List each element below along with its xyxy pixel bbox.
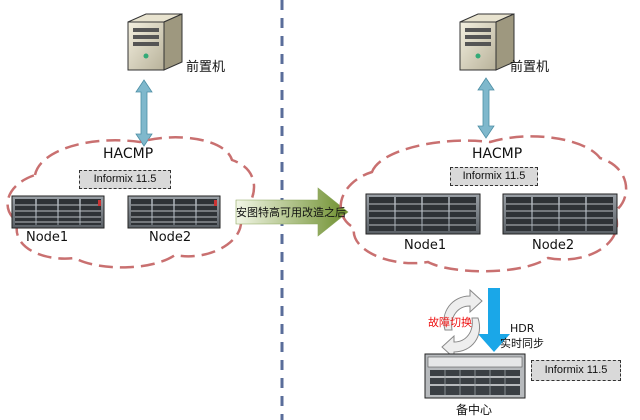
- right-node1-rack-icon: [365, 193, 481, 235]
- right-node1-label: Node1: [404, 238, 447, 253]
- left-hacmp-label: HACMP: [103, 146, 154, 162]
- right-hacmp-label: HACMP: [472, 146, 523, 162]
- transition-label: 安图特高可用改造之后: [236, 206, 346, 219]
- transition-arrow: [235, 187, 349, 237]
- left-server-label: 前置机: [186, 60, 226, 75]
- left-front-server-icon: [127, 13, 183, 71]
- hdr-replication-arrow: [478, 288, 510, 352]
- right-node2-label: Node2: [532, 238, 575, 253]
- left-server-connector-arrow: [135, 79, 153, 147]
- left-node1-rack-icon: [11, 195, 105, 229]
- left-node1-label: Node1: [26, 230, 69, 245]
- right-node2-rack-icon: [502, 193, 618, 235]
- right-hacmp-cloud: [339, 135, 628, 273]
- left-hacmp-cloud: [6, 136, 256, 269]
- backup-center-label: 备中心: [456, 403, 493, 417]
- realtime-sync-label: 实时同步: [500, 337, 544, 350]
- right-informix-box: Informix 11.5: [450, 167, 538, 186]
- hdr-label: HDR: [510, 322, 535, 335]
- right-server-label: 前置机: [510, 60, 550, 75]
- failover-swap-icon: [441, 288, 483, 360]
- backup-informix-box: Informix 11.5: [531, 360, 621, 381]
- right-server-connector-arrow: [477, 77, 495, 139]
- right-front-server-icon: [459, 13, 515, 71]
- left-node2-label: Node2: [149, 230, 192, 245]
- left-informix-box: Informix 11.5: [79, 170, 171, 189]
- left-node2-rack-icon: [127, 195, 221, 229]
- backup-center-server-icon: [424, 353, 526, 399]
- failover-label: 故障切换: [428, 316, 472, 329]
